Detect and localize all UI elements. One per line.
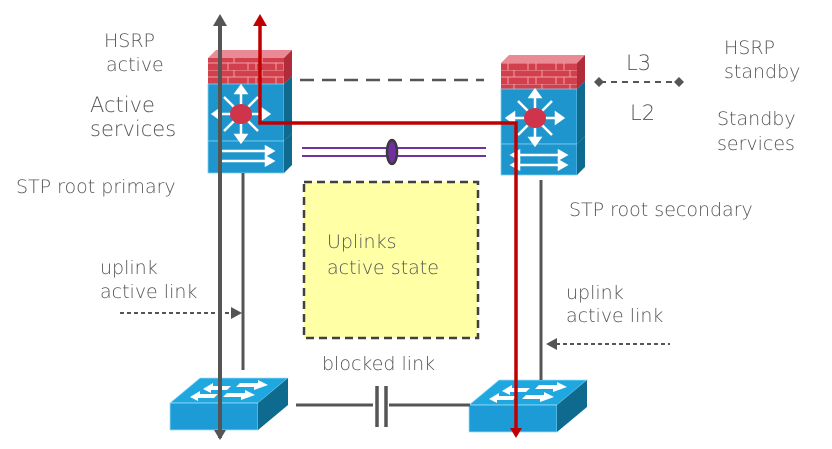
svg-text:services: services: [717, 133, 795, 155]
blocked-link-label: blocked link: [322, 353, 435, 375]
left-hsrp-label: HSRP active: [104, 30, 164, 76]
svg-text:uplink: uplink: [100, 257, 158, 279]
diamond-icon: [674, 77, 684, 87]
arrow-down-icon: [214, 430, 226, 440]
arrow-left-icon: [546, 338, 557, 350]
l3-label: L3: [626, 51, 651, 75]
svg-text:HSRP: HSRP: [724, 37, 775, 59]
firewall-icon: [501, 63, 577, 89]
arrow-up-icon: [213, 14, 227, 26]
uplinks-active-note: Uplinks active state: [302, 180, 480, 340]
blocked-link: [296, 386, 470, 427]
diamond-icon: [594, 77, 604, 87]
right-hsrp-label: HSRP standby: [724, 37, 800, 83]
router-core-icon: [524, 108, 546, 128]
arrow-down-icon: [510, 428, 522, 438]
gray-traffic-path: [213, 14, 227, 440]
multilayer-switch-icon: [210, 83, 272, 145]
svg-text:Uplinks: Uplinks: [327, 231, 396, 253]
workgroup-switch-icon: [190, 380, 268, 401]
left-uplink-annotation: uplink active link: [100, 257, 242, 319]
svg-text:Active: Active: [90, 93, 155, 117]
router-core-icon: [230, 104, 252, 124]
left-services-label: Active services: [90, 93, 176, 141]
arrow-up-icon: [253, 14, 267, 26]
stp-root-secondary-label: STP root secondary: [569, 199, 753, 221]
etherchannel-link: [302, 138, 486, 166]
switch-arrows-icon: [222, 144, 276, 168]
svg-text:active: active: [106, 54, 164, 76]
svg-text:active state: active state: [327, 257, 439, 279]
stp-root-primary-label: STP root primary: [16, 176, 176, 198]
right-distribution-switch[interactable]: [500, 55, 585, 176]
svg-text:active link: active link: [566, 305, 663, 327]
right-services-label: Standby services: [717, 108, 796, 155]
svg-text:HSRP: HSRP: [104, 30, 155, 52]
left-access-switch[interactable]: [168, 377, 290, 431]
layer-boundary-legend: L3 L2: [594, 51, 684, 125]
arrow-right-icon: [231, 307, 242, 319]
right-uplink-annotation: uplink active link: [546, 282, 670, 350]
etherchannel-bundle-icon: [385, 138, 399, 166]
right-access-switch[interactable]: [467, 379, 589, 433]
red-traffic-path: [253, 14, 522, 438]
svg-text:Standby: Standby: [717, 108, 796, 130]
l2-label: L2: [630, 101, 655, 125]
svg-text:standby: standby: [724, 61, 800, 83]
svg-text:active link: active link: [100, 281, 197, 303]
svg-text:services: services: [90, 117, 176, 141]
svg-text:uplink: uplink: [566, 282, 624, 304]
